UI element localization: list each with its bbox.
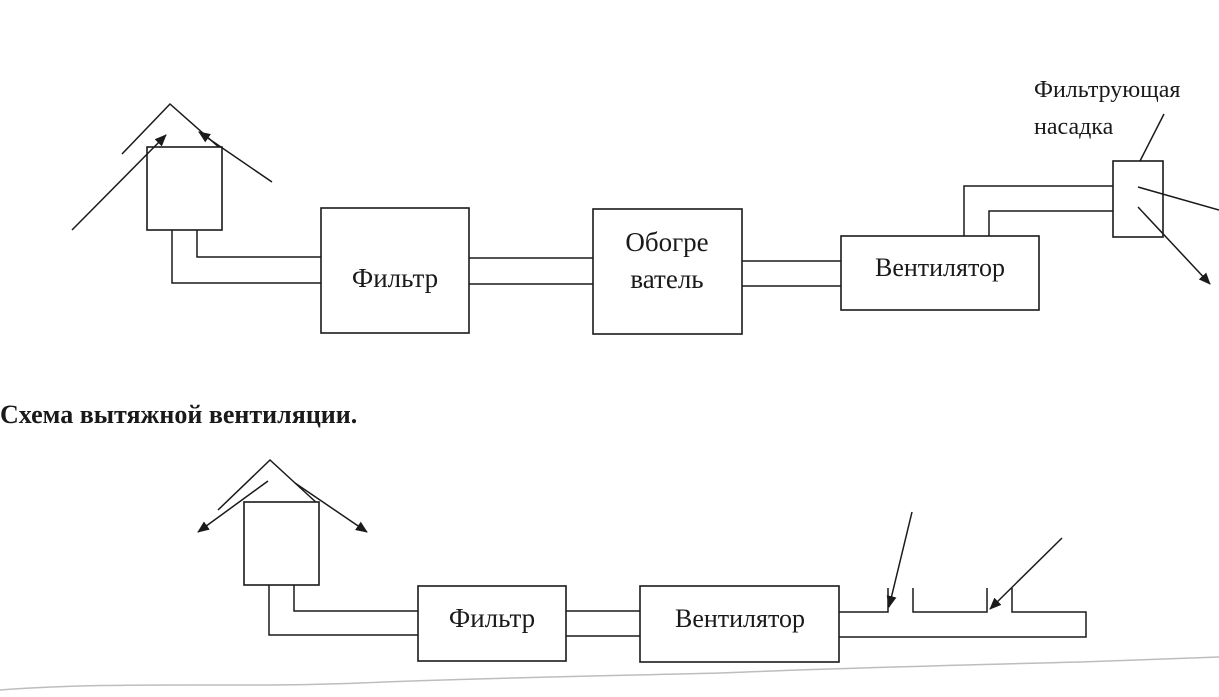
exhaust-fan-label: Вентилятор <box>675 604 805 633</box>
exhaust-scheme-title: Схема вытяжной вентиляции. <box>0 400 357 429</box>
supply-heater: Обогре ватель <box>592 208 743 335</box>
supply-heater-label-line2: ватель <box>630 264 703 294</box>
supply-nozzle-leader <box>1139 113 1165 162</box>
exhaust-duct-main <box>839 588 1087 638</box>
exhaust-filter-label: Фильтр <box>449 603 535 633</box>
supply-intake-arrow-right <box>198 131 273 183</box>
supply-filter-label: Фильтр <box>352 263 438 293</box>
supply-filter-nozzle: Фильтрующая насадка <box>1034 77 1219 285</box>
supply-duct-1-outer <box>171 230 321 284</box>
exhaust-duct-branch-1 <box>839 588 889 613</box>
exhaust-fan: Вентилятор <box>639 585 840 663</box>
supply-intake-hood <box>71 102 273 231</box>
supply-duct-1-inner <box>196 230 321 258</box>
supply-fan: Вентилятор <box>840 235 1040 311</box>
exhaust-duct-1-inner <box>293 585 418 612</box>
supply-outlet-line <box>1137 186 1219 211</box>
supply-nozzle-label-line1: Фильтрующая <box>1034 77 1180 103</box>
supply-duct-4-outer <box>963 185 1113 236</box>
supply-outlet-arrow <box>1137 206 1211 285</box>
exhaust-outlet-arrow-left <box>197 480 269 533</box>
exhaust-duct-1-outer <box>268 585 418 636</box>
supply-duct-4-inner <box>988 210 1113 236</box>
torn-paper-edge <box>0 656 1219 691</box>
exhaust-outlet-hood <box>197 458 368 586</box>
supply-intake-shaft <box>146 146 223 231</box>
supply-nozzle-label-line2: насадка <box>1034 114 1114 140</box>
exhaust-intake-arrow-1 <box>886 511 913 608</box>
exhaust-duct-branch-2 <box>912 588 988 613</box>
exhaust-filter: Фильтр <box>417 585 567 662</box>
supply-fan-label: Вентилятор <box>875 253 1005 282</box>
exhaust-scheme: Фильтр Вентилятор <box>197 458 1087 663</box>
supply-heater-label-line1: Обогре <box>625 227 708 257</box>
supply-filter: Фильтр <box>320 207 470 334</box>
exhaust-intake-arrow-2 <box>989 537 1063 610</box>
supply-scheme: Фильтр Обогре ватель Вентилятор Фильтр <box>71 77 1219 335</box>
exhaust-outlet-arrow-right <box>294 482 368 533</box>
supply-intake-arrow-left <box>71 134 167 231</box>
exhaust-outlet-shaft <box>243 501 320 586</box>
